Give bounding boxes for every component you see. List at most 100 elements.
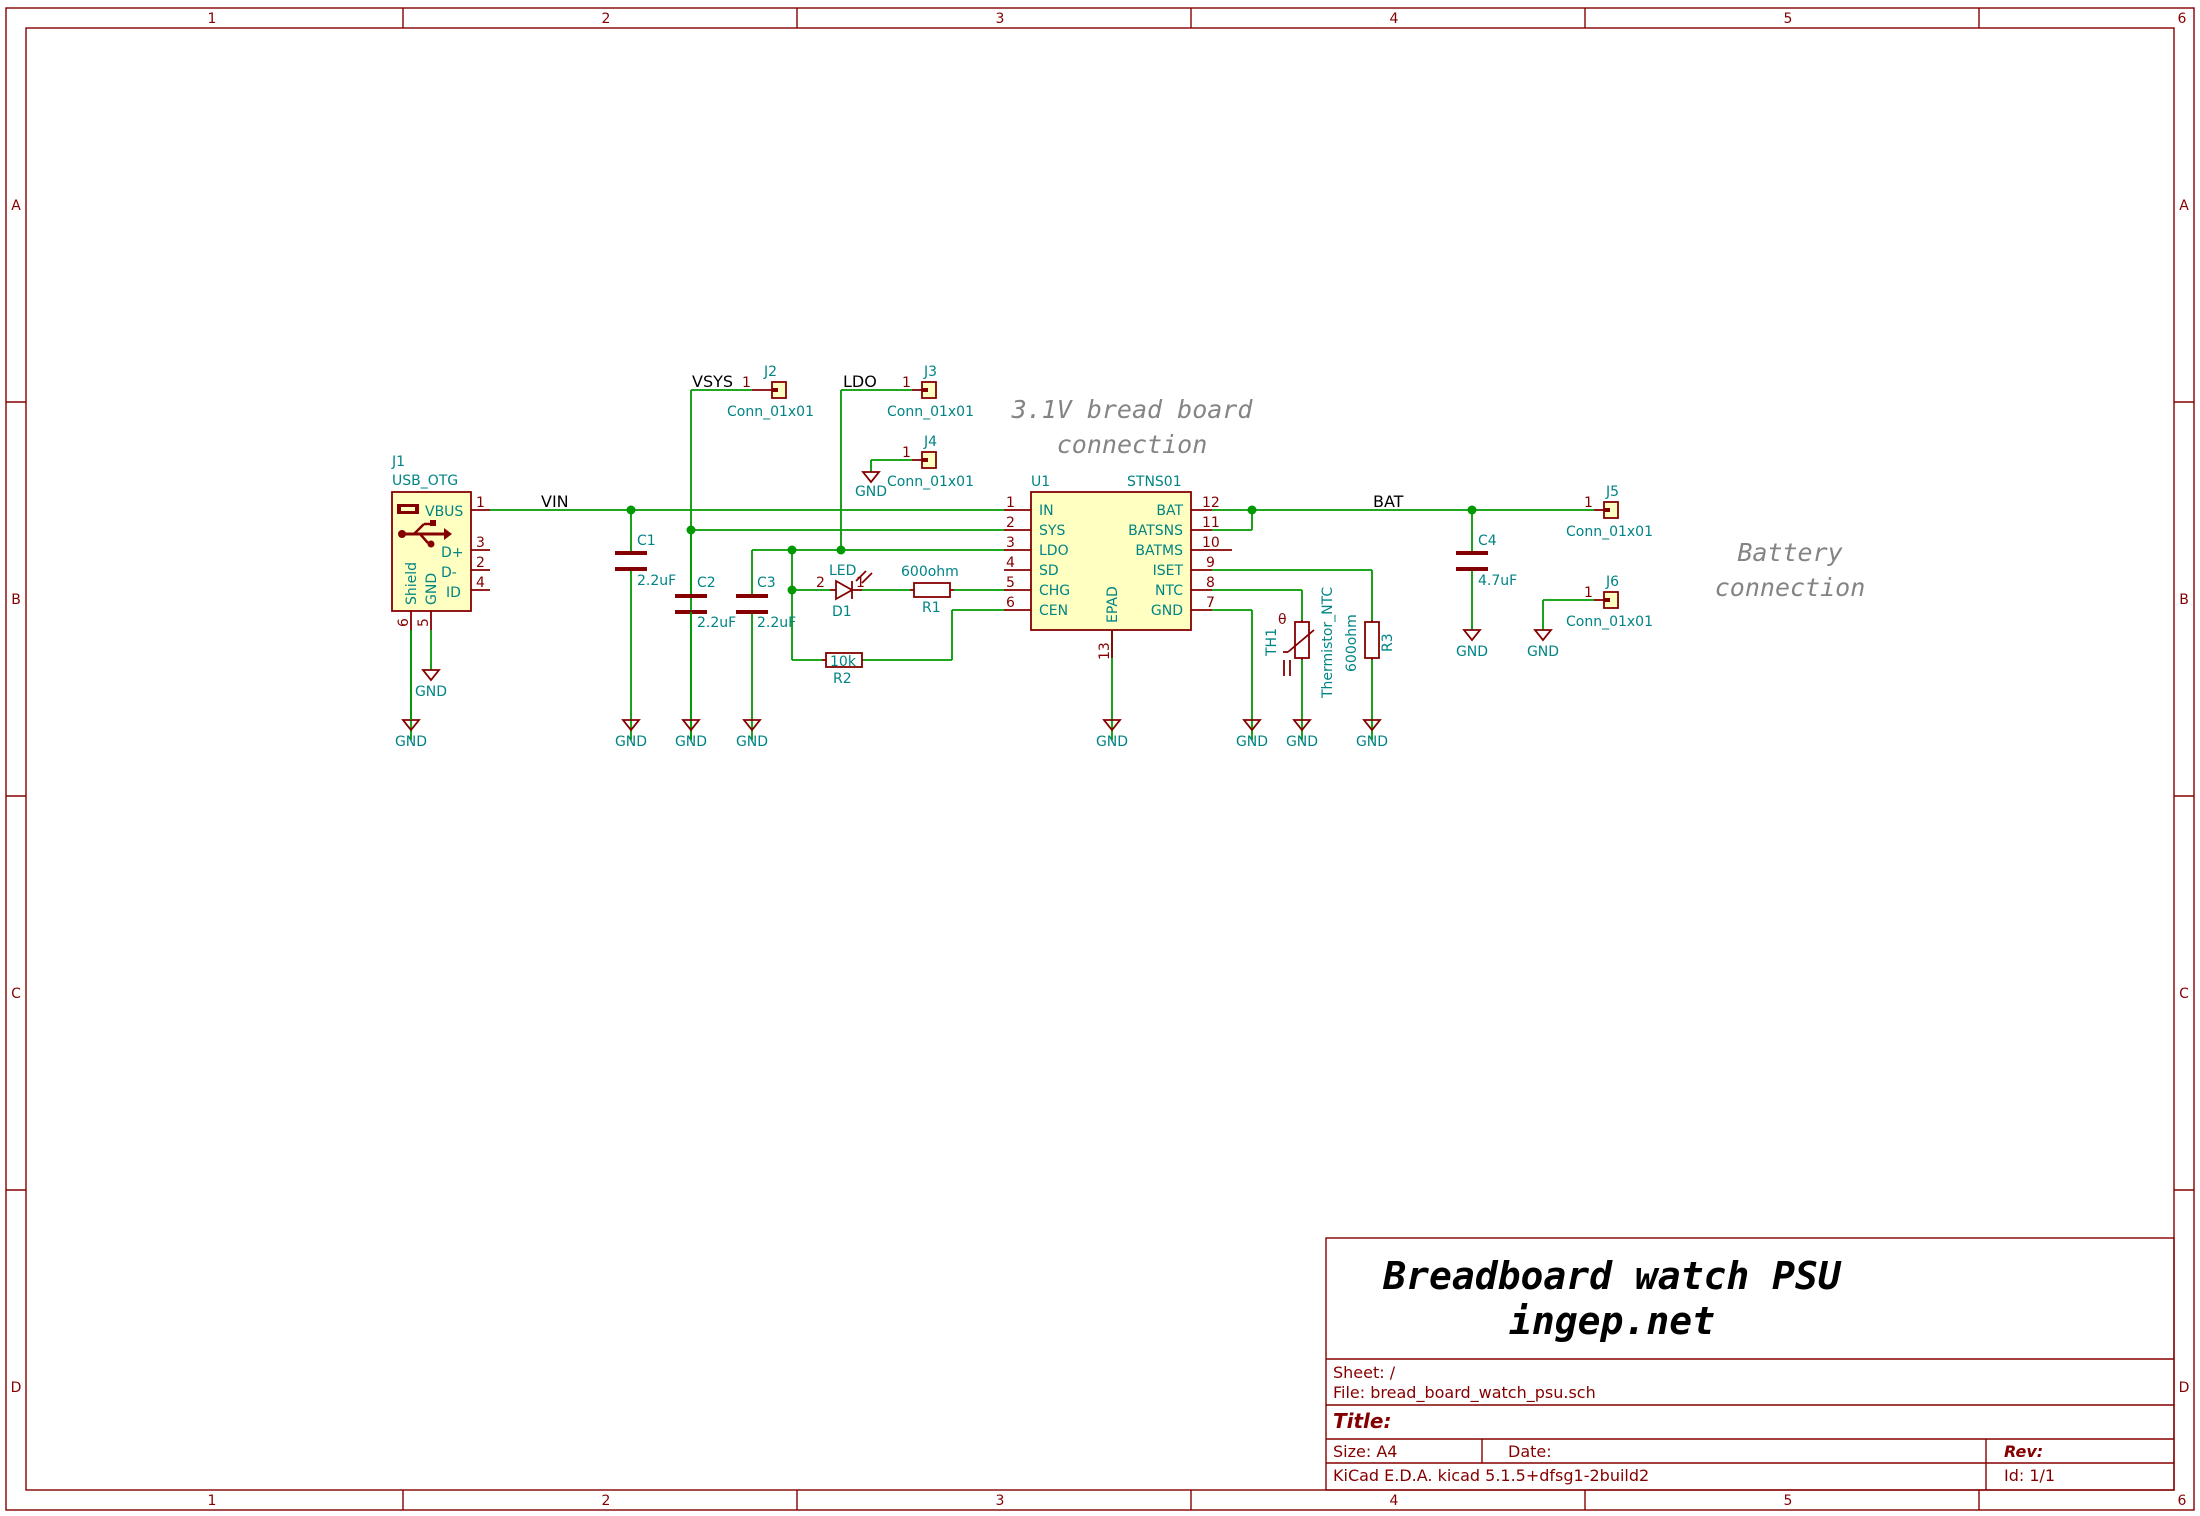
gnd-symbol: GND — [1356, 719, 1388, 750]
gnd-label: GND — [1456, 644, 1488, 660]
gnd-symbol: GND — [1236, 719, 1268, 750]
row-label: D — [11, 1380, 22, 1396]
j1-pin-vbus: VBUS — [425, 504, 463, 520]
u1-pin-number: 13 — [1097, 642, 1113, 660]
component-d1: 2 1 D1 LED — [816, 563, 873, 620]
u1-pin-number: 11 — [1202, 515, 1220, 531]
component-c4: C4 4.7uF — [1456, 533, 1517, 589]
row-label: A — [2179, 198, 2189, 214]
column-label: 6 — [2178, 1493, 2187, 1509]
note-board-connection-2: connection — [1057, 430, 1208, 459]
component-j3: 1 J3 Conn_01x01 — [887, 364, 974, 420]
u1-pin-number: 12 — [1202, 495, 1220, 511]
column-label: 5 — [1784, 11, 1793, 27]
gnd-label: GND — [675, 734, 707, 750]
row-label: C — [2179, 986, 2189, 1002]
j3-value: Conn_01x01 — [887, 404, 974, 420]
r1-ref: R1 — [922, 600, 941, 616]
j3-ref: J3 — [923, 364, 937, 380]
component-j6: 1 J6 Conn_01x01 — [1566, 574, 1653, 630]
column-label: 1 — [208, 11, 217, 27]
r1-value: 600ohm — [901, 564, 959, 580]
u1-pin-name: SYS — [1039, 523, 1065, 539]
u1-pin-name: SD — [1039, 563, 1059, 579]
column-label: 6 — [2178, 11, 2187, 27]
u1-pin-number: 2 — [1006, 515, 1015, 531]
component-c2: C2 2.2uF — [675, 575, 736, 740]
j1-pin-dplus: D+ — [441, 545, 464, 561]
gnd-label: GND — [1286, 734, 1318, 750]
c3-value: 2.2uF — [757, 615, 796, 631]
gnd-symbols: GND GND GND GND GND GND GND GND — [395, 471, 1559, 750]
column-label: 3 — [996, 11, 1005, 27]
u1-pin-name: LDO — [1039, 543, 1069, 559]
j1-pin-number: 6 — [396, 618, 412, 627]
net-label-vin: VIN — [541, 492, 569, 511]
note-board-connection: 3.1V bread board — [1011, 395, 1254, 424]
note-battery-connection-2: connection — [1715, 573, 1866, 602]
j1-value: USB_OTG — [392, 473, 458, 489]
gnd-label: GND — [1096, 734, 1128, 750]
id-label: Id: 1/1 — [2004, 1466, 2055, 1485]
j3-pin-number: 1 — [902, 375, 911, 391]
component-r3: R3 600ohm — [1344, 614, 1396, 672]
note-battery-connection: Battery — [1737, 538, 1842, 567]
schematic-subtitle: ingep.net — [1509, 1299, 1715, 1343]
component-r1: R1 600ohm — [901, 564, 959, 616]
gnd-symbol: GND — [615, 719, 647, 750]
component-j4: 1 J4 Conn_01x01 — [887, 434, 974, 490]
u1-pin-number: 5 — [1006, 575, 1015, 591]
r3-value: 600ohm — [1344, 614, 1360, 672]
title-block: Breadboard watch PSU ingep.net Sheet: / … — [1325, 1237, 2175, 1491]
row-label: D — [2179, 1380, 2190, 1396]
u1-pin-number: 4 — [1006, 555, 1015, 571]
u1-pin-name: EPAD — [1105, 586, 1121, 623]
j1-pin-number: 5 — [416, 618, 432, 627]
gnd-symbol: GND — [855, 471, 887, 500]
u1-ref: U1 — [1031, 474, 1050, 490]
u1-pin-name: BATMS — [1135, 543, 1183, 559]
c2-value: 2.2uF — [697, 615, 736, 631]
u1-pin-number: 3 — [1006, 535, 1015, 551]
u1-pin-name: NTC — [1155, 583, 1183, 599]
j6-ref: J6 — [1605, 574, 1619, 590]
gnd-label: GND — [395, 734, 427, 750]
c1-value: 2.2uF — [637, 573, 676, 589]
j1-pin-number: 3 — [476, 535, 485, 551]
u1-pin-name: CEN — [1039, 603, 1068, 619]
u1-pin-number: 9 — [1206, 555, 1215, 571]
junctions — [626, 505, 1477, 595]
column-label: 4 — [1390, 1493, 1399, 1509]
j1-pin-shield: Shield — [404, 562, 420, 605]
sheet-label: Sheet: / — [1333, 1363, 1396, 1382]
th1-theta: θ — [1278, 612, 1287, 628]
j1-pin-number: 1 — [476, 495, 485, 511]
gnd-symbol: GND — [395, 630, 427, 750]
rev-label: Rev: — [2004, 1442, 2043, 1461]
u1-pin-name: GND — [1151, 603, 1183, 619]
gnd-label: GND — [1356, 734, 1388, 750]
drawing-frame: 1 2 3 4 5 6 1 2 3 4 5 6 A B C D A B C D — [5, 7, 2195, 1511]
net-label-bat: BAT — [1373, 492, 1404, 511]
u1-pin-number: 8 — [1206, 575, 1215, 591]
column-label: 3 — [996, 1493, 1005, 1509]
c1-ref: C1 — [637, 533, 656, 549]
date-label: Date: — [1508, 1442, 1552, 1461]
component-j1: J1 USB_OTG VBUS D+ D- ID Shield GND 1 3 — [391, 454, 490, 630]
j2-value: Conn_01x01 — [727, 404, 814, 420]
column-label: 2 — [602, 1493, 611, 1509]
j5-pin-number: 1 — [1584, 495, 1593, 511]
u1-pin-name: ISET — [1153, 563, 1184, 579]
r2-ref: R2 — [833, 671, 852, 687]
gnd-label: GND — [1527, 644, 1559, 660]
gnd-label: GND — [615, 734, 647, 750]
j4-pin-number: 1 — [902, 445, 911, 461]
gnd-label: GND — [415, 684, 447, 700]
gnd-label: GND — [855, 484, 887, 500]
column-label: 5 — [1784, 1493, 1793, 1509]
j6-value: Conn_01x01 — [1566, 614, 1653, 630]
d1-ref: D1 — [832, 604, 852, 620]
d1-value: LED — [829, 563, 856, 579]
title-label: Title: — [1333, 1409, 1391, 1433]
